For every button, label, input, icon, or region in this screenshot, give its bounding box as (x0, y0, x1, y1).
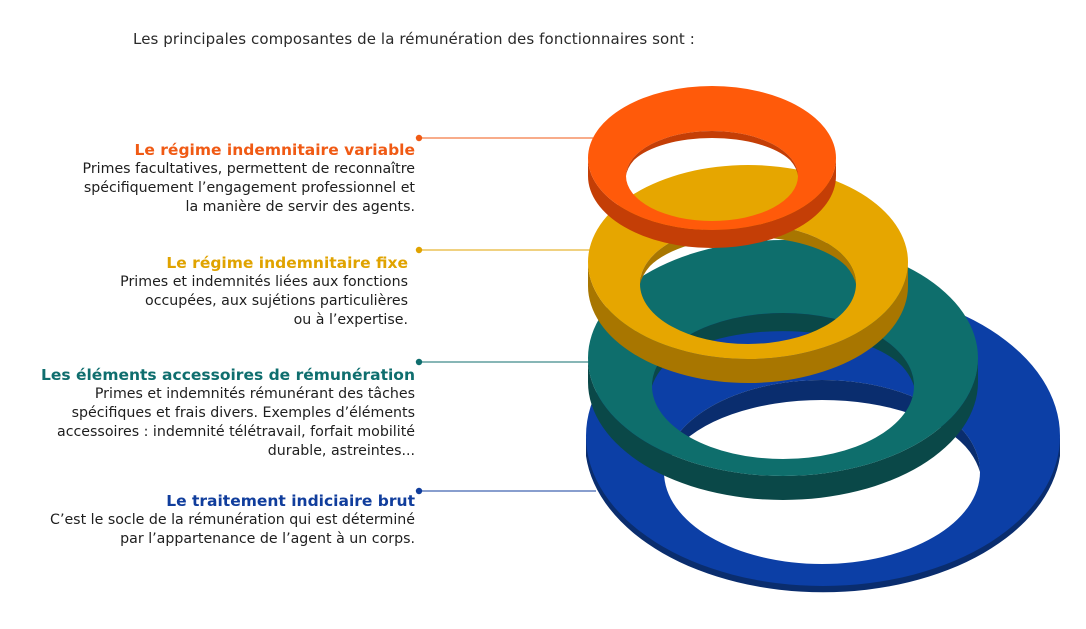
item-variable-title: Le régime indemnitaire variable (134, 141, 416, 159)
item-fixe: Le régime indemnitaire fixe Primes et in… (0, 253, 408, 330)
ring-orange-side (588, 158, 836, 248)
item-fixe-line: ou à l’expertise. (293, 312, 408, 328)
item-variable-line: Primes facultatives, permettent de recon… (82, 161, 415, 177)
connector-dot-fixe (415, 246, 423, 254)
item-traitement-desc: C’est le socle de la rémunération qui es… (0, 511, 415, 549)
item-fixe-title: Le régime indemnitaire fixe (166, 254, 408, 272)
intro-text: Les principales composantes de la rémuné… (133, 30, 695, 48)
connector-lines (415, 134, 600, 495)
item-fixe-desc: Primes et indemnités liées aux fonctions… (0, 273, 408, 330)
ring-orange-inner-wall (626, 131, 798, 176)
ring-blue-inner-wall (664, 380, 980, 472)
item-fixe-line: occupées, aux sujétions particulières (145, 293, 408, 309)
item-accessoires-line: accessoires : indemnité télétravail, for… (57, 424, 415, 440)
ring-yellow-side (588, 262, 908, 383)
connector-dot-variable (415, 134, 423, 142)
ring-teal-side (588, 358, 978, 500)
item-traitement-title: Le traitement indiciaire brut (166, 492, 415, 510)
item-traitement-line: C’est le socle de la rémunération qui es… (50, 512, 415, 528)
item-accessoires-line: spécifiques et frais divers. Exemples d’… (71, 405, 415, 421)
ring-orange-top (588, 86, 836, 230)
item-accessoires-desc: Primes et indemnités rémunérant des tâch… (0, 385, 415, 461)
item-variable-desc: Primes facultatives, permettent de recon… (0, 160, 415, 217)
ring-orange (588, 86, 836, 248)
item-traitement: Le traitement indiciaire brut C’est le s… (0, 491, 415, 549)
item-fixe-line: Primes et indemnités liées aux fonctions (120, 274, 408, 290)
connector-dot-traitement (415, 487, 423, 495)
item-variable-line: la manière de servir des agents. (185, 199, 415, 215)
item-accessoires: Les éléments accessoires de rémunération… (0, 365, 415, 461)
item-variable: Le régime indemnitaire variable Primes f… (0, 140, 415, 217)
item-traitement-line: par l’appartenance de l’agent à un corps… (120, 531, 415, 547)
connector-dot-accessoires (415, 358, 423, 366)
item-variable-line: spécifiquement l’engagement professionne… (83, 180, 415, 196)
item-accessoires-title: Les éléments accessoires de rémunération (40, 366, 415, 384)
item-accessoires-line: Primes et indemnités rémunérant des tâch… (94, 386, 415, 402)
ring-yellow-top (588, 165, 908, 359)
item-accessoires-line: durable, astreintes... (267, 443, 415, 459)
